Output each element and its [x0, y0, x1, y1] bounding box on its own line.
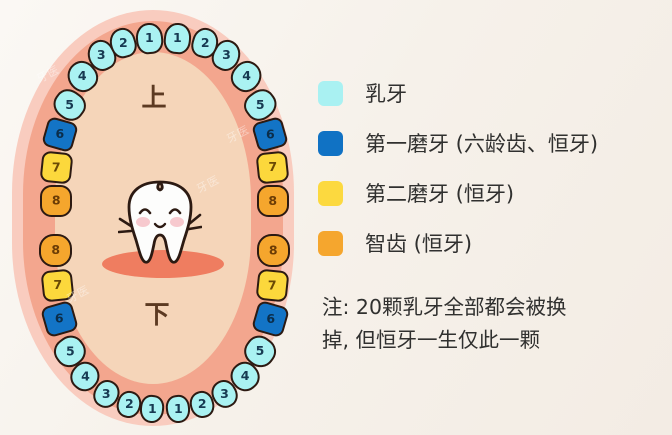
tooth-number: 5	[65, 96, 74, 112]
legend-wisdom-tooth-label: 智齿 (恒牙)	[365, 232, 473, 256]
tooth-number: 1	[173, 400, 183, 416]
note-line-1: 注: 20颗乳牙全部都会被换	[322, 295, 567, 319]
legend: 乳牙第一磨牙 (六龄齿、恒牙) 第二磨牙 (恒牙) 智齿 (恒牙)	[318, 68, 664, 268]
tooth-number: 1	[147, 400, 157, 416]
tooth-number: 6	[265, 126, 275, 142]
tooth-number: 8	[268, 192, 278, 208]
tooth-number: 3	[222, 47, 231, 63]
tooth-wisdom-tooth-8: 8	[257, 185, 289, 217]
tooth-second-molar-7: 7	[39, 150, 74, 185]
legend-baby-tooth-swatch	[318, 80, 343, 106]
tooth-number: 7	[53, 277, 62, 293]
tooth-number: 7	[268, 159, 277, 175]
tooth-wisdom-tooth-8: 8	[40, 185, 72, 217]
tooth-number: 8	[51, 192, 61, 208]
tooth-number: 2	[197, 396, 207, 412]
legend-first-molar: 第一磨牙 (六龄齿、恒牙)	[318, 118, 664, 168]
tooth-number: 3	[102, 385, 111, 401]
tooth-number: 4	[78, 68, 87, 84]
legend-second-molar-label: 第二磨牙 (恒牙)	[365, 182, 515, 206]
tooth-second-molar-7: 7	[255, 150, 290, 185]
tooth-number: 2	[200, 34, 210, 50]
tooth-number: 6	[55, 126, 65, 142]
tooth-number: 5	[255, 343, 265, 359]
tooth-second-molar-7: 7	[40, 268, 75, 303]
tooth-number: 4	[240, 368, 250, 384]
tooth-number: 6	[266, 310, 275, 326]
legend-first-molar-swatch	[318, 130, 343, 156]
note-text: 注: 20颗乳牙全部都会被换 掉, 但恒牙一生仅此一颗	[322, 291, 658, 357]
tooth-number: 5	[256, 96, 265, 112]
tooth-number: 1	[173, 30, 182, 46]
legend-baby-tooth-label: 乳牙	[365, 82, 407, 106]
tooth-second-molar-7: 7	[255, 268, 290, 303]
tooth-wisdom-tooth-8: 8	[257, 234, 290, 267]
legend-first-molar-label: 第一磨牙 (六龄齿、恒牙)	[365, 132, 599, 156]
tooth-number: 5	[65, 343, 75, 359]
tooth-number: 2	[118, 34, 128, 50]
note-line-2: 掉, 但恒牙一生仅此一颗	[322, 328, 541, 353]
tooth-number: 1	[145, 30, 154, 46]
tooth-number: 7	[268, 277, 277, 293]
upper-arch-label: 上	[141, 83, 167, 112]
tooth-number: 3	[97, 47, 106, 63]
legend-second-molar: 第二磨牙 (恒牙)	[318, 168, 664, 218]
tooth-number: 4	[80, 368, 90, 384]
tooth-number: 2	[124, 396, 134, 412]
tooth-number: 4	[242, 68, 251, 84]
legend-wisdom-tooth-swatch	[318, 230, 343, 256]
legend-wisdom-tooth: 智齿 (恒牙)	[318, 218, 664, 268]
cartoon-tooth-mascot	[118, 180, 202, 264]
tooth-number: 7	[52, 159, 61, 175]
lower-arch-label: 下	[144, 300, 170, 329]
legend-second-molar-swatch	[318, 180, 343, 206]
tooth-number: 8	[269, 242, 278, 258]
legend-baby-tooth: 乳牙	[318, 68, 664, 118]
tongue-shape	[102, 250, 224, 278]
tooth-wisdom-tooth-8: 8	[39, 234, 72, 267]
tooth-number: 8	[51, 242, 60, 258]
tooth-number: 6	[55, 310, 64, 326]
tooth-number: 3	[220, 385, 229, 401]
